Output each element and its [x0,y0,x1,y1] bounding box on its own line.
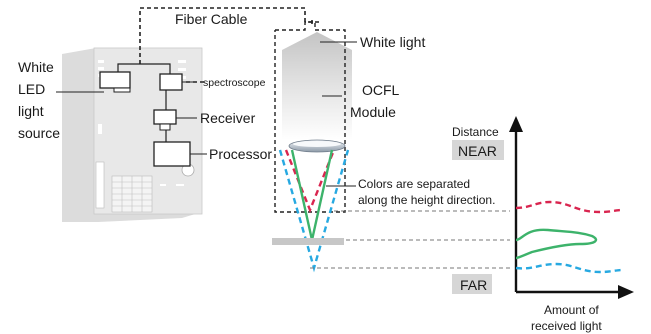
white-led-label-line4: source [18,125,60,141]
spectroscope-label: spectroscope [203,77,266,89]
led-source-box [99,71,131,89]
internal-wiring [117,63,171,142]
distance-label: Distance [452,125,499,139]
white-led-label-line3: light [18,103,44,119]
far-label: FAR [460,277,487,293]
receiver-box [153,109,177,125]
near-label: NEAR [458,143,497,159]
colors-separated-line2: along the height direction. [358,193,495,207]
received-light-graph [509,116,634,299]
white-light-label: White light [360,34,425,50]
axis-arrow-right-icon [618,285,634,299]
leader-lines [56,41,357,187]
ocfl-label-line1: OCFL [362,82,400,98]
white-led-label-line2: LED [18,81,45,97]
receiver-base [159,123,171,131]
ocfl-label-line2: Module [350,104,396,120]
processor-box [153,141,191,167]
green-peak-curve [515,228,598,260]
near-badge [452,140,504,160]
green-light-path [290,149,334,241]
ocfl-module [274,21,352,213]
receiver-label: Receiver [200,110,256,126]
height-reference-lines [310,210,510,269]
amount-label-line1: Amount of [544,303,599,317]
fiber-cable-label: Fiber Cable [175,11,248,27]
led-source-base [113,87,131,93]
blue-peak-curve [515,262,623,274]
axis-arrow-up-icon [509,116,523,132]
spectroscope-box [159,73,183,91]
terminal-block [111,175,153,213]
light-cones [278,149,350,273]
processor-label: Processor [209,146,272,162]
far-badge [452,274,492,294]
white-led-label-line1: White [18,59,54,75]
target-surface [272,238,344,245]
amount-label-line2: received light [531,319,602,333]
blue-light-path [278,149,350,273]
red-peak-curve [515,200,623,214]
red-light-path [284,149,336,214]
colors-separated-line1: Colors are separated [358,177,470,191]
